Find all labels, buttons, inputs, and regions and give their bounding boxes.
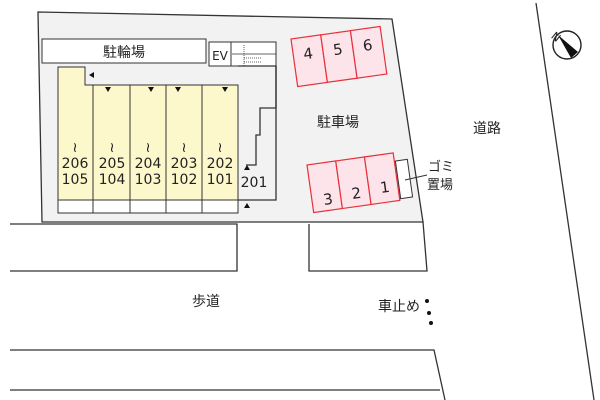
garbage-label-2: 置場 — [427, 178, 453, 193]
parking-number: 5 — [332, 40, 344, 59]
unit-lower: 104 — [99, 172, 126, 188]
unit-upper: 202 — [207, 156, 234, 172]
parking-spaces-bottom: 3 2 1 — [306, 152, 401, 214]
bicycle-parking — [41, 38, 207, 64]
bicycle-parking-label: 駐輪場 — [103, 44, 145, 61]
parking-number: 6 — [362, 36, 374, 55]
unit-lower: 105 — [62, 172, 89, 188]
unit-upper: 203 — [171, 156, 198, 172]
unit-201: 201 — [241, 175, 268, 191]
unit-lower: 103 — [135, 172, 162, 188]
unit-labels: ≀ 206 105 ≀ 205 104 ≀ 204 103 ≀ 203 102 … — [62, 140, 268, 191]
sidewalk-label: 歩道 — [192, 294, 220, 310]
sidewalk-edge — [10, 349, 446, 400]
parking-number: 2 — [350, 184, 362, 203]
road-label: 道路 — [473, 121, 501, 137]
elevator-label: EV — [212, 49, 229, 63]
corridor-edge — [238, 66, 277, 201]
parking-number: 3 — [322, 190, 334, 209]
unit-wave: ≀ — [217, 140, 222, 156]
road-edge — [535, 2, 595, 400]
unit-upper: 204 — [135, 156, 162, 172]
building — [57, 66, 239, 214]
garbage-leader — [404, 174, 428, 181]
stairs-icon — [232, 45, 276, 66]
unit-lower: 101 — [207, 172, 234, 188]
parking-number: 1 — [379, 178, 391, 197]
entrance-arrow-icons — [89, 72, 250, 208]
parking-number: 4 — [302, 44, 314, 63]
parking-lot-label: 駐車場 — [317, 114, 359, 131]
neighbor-block-left — [10, 223, 238, 272]
bollard-icons — [425, 299, 433, 325]
unit-lower: 102 — [171, 172, 198, 188]
bollard-label: 車止め — [378, 298, 420, 315]
unit-wave: ≀ — [72, 140, 77, 156]
unit-upper: 206 — [62, 156, 89, 172]
parking-spaces-top: 4 5 6 — [290, 25, 388, 88]
unit-wave: ≀ — [109, 140, 114, 156]
neighbor-block-right — [308, 221, 428, 272]
unit-wave: ≀ — [181, 140, 186, 156]
north-arrow-icon: N — [549, 29, 582, 60]
garbage-label-1: ゴミ — [428, 159, 454, 175]
unit-wave: ≀ — [145, 140, 150, 156]
garbage-area — [394, 158, 414, 200]
unit-upper: 205 — [99, 156, 126, 172]
